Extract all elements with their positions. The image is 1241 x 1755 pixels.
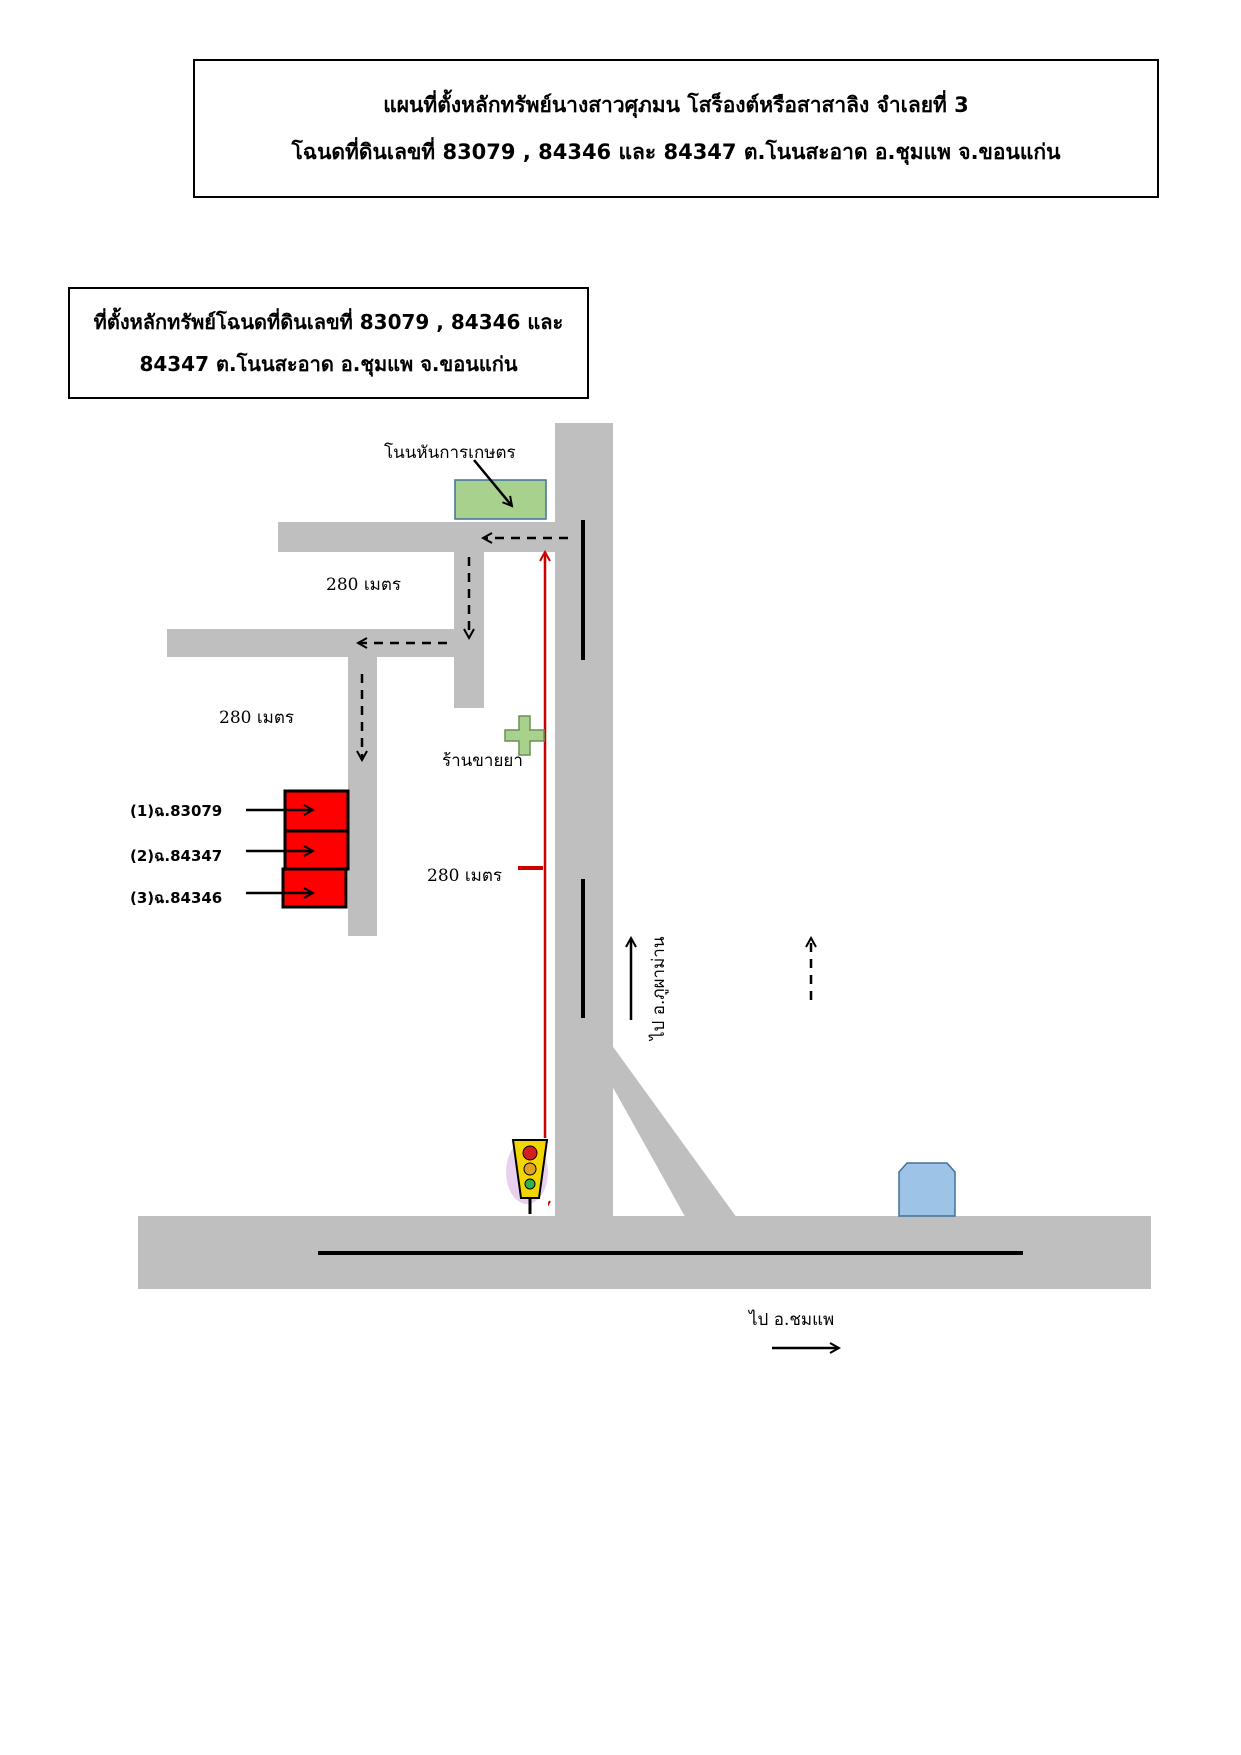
pharmacy-label: ร้านขายยา xyxy=(442,751,523,771)
diagonal-road xyxy=(611,1044,740,1222)
location-line-1: ที่ตั้งหลักทรัพย์โฉนดที่ดินเลขที่ 83079 … xyxy=(93,310,564,334)
parcel-1-label: (1)ฉ.83079 xyxy=(130,802,222,820)
market-building xyxy=(454,479,547,520)
distance-label-main: 280 เมตร xyxy=(427,866,502,886)
parcel-3-label: (3)ฉ.84346 xyxy=(130,889,222,907)
location-box: ที่ตั้งหลักทรัพย์โฉนดที่ดินเลขที่ 83079 … xyxy=(68,287,589,399)
title-line-2: โฉนดที่ดินเลขที่ 83079 , 84346 และ 84347… xyxy=(291,139,1061,164)
market-label: โนนหันการเกษตร xyxy=(384,442,516,463)
lower-branch-down xyxy=(348,655,377,936)
traffic-light-icon xyxy=(498,1138,549,1216)
parcel-2-label: (2)ฉ.84347 xyxy=(130,847,222,865)
parcel-3 xyxy=(281,867,348,909)
parcels: (1)ฉ.83079 (2)ฉ.84347 (3)ฉ.84346 xyxy=(130,789,350,909)
location-line-2: 84347 ต.โนนสะอาด อ.ชุมแพ จ.ขอนแก่น xyxy=(139,352,518,376)
distance-label-lower: 280 เมตร xyxy=(219,708,294,728)
dashed-route xyxy=(358,538,811,1000)
north-direction-label: ไป อ.ภูผาม่าน xyxy=(648,936,669,1042)
road-markings xyxy=(318,520,1023,1255)
title-box: แผนที่ตั้งหลักทรัพย์นางสาวศุภมน โสร็องต์… xyxy=(193,59,1159,198)
pharmacy-cross-icon xyxy=(504,715,545,756)
market-pointer-arrow xyxy=(473,459,512,506)
building-icon xyxy=(898,1162,956,1217)
east-direction-label: ไป อ.ชมแพ xyxy=(747,1309,834,1330)
title-line-1: แผนที่ตั้งหลักทรัพย์นางสาวศุภมน โสร็องต์… xyxy=(383,92,969,117)
upper-branch-road xyxy=(278,522,556,552)
distance-label-upper: 280 เมตร xyxy=(326,575,401,595)
